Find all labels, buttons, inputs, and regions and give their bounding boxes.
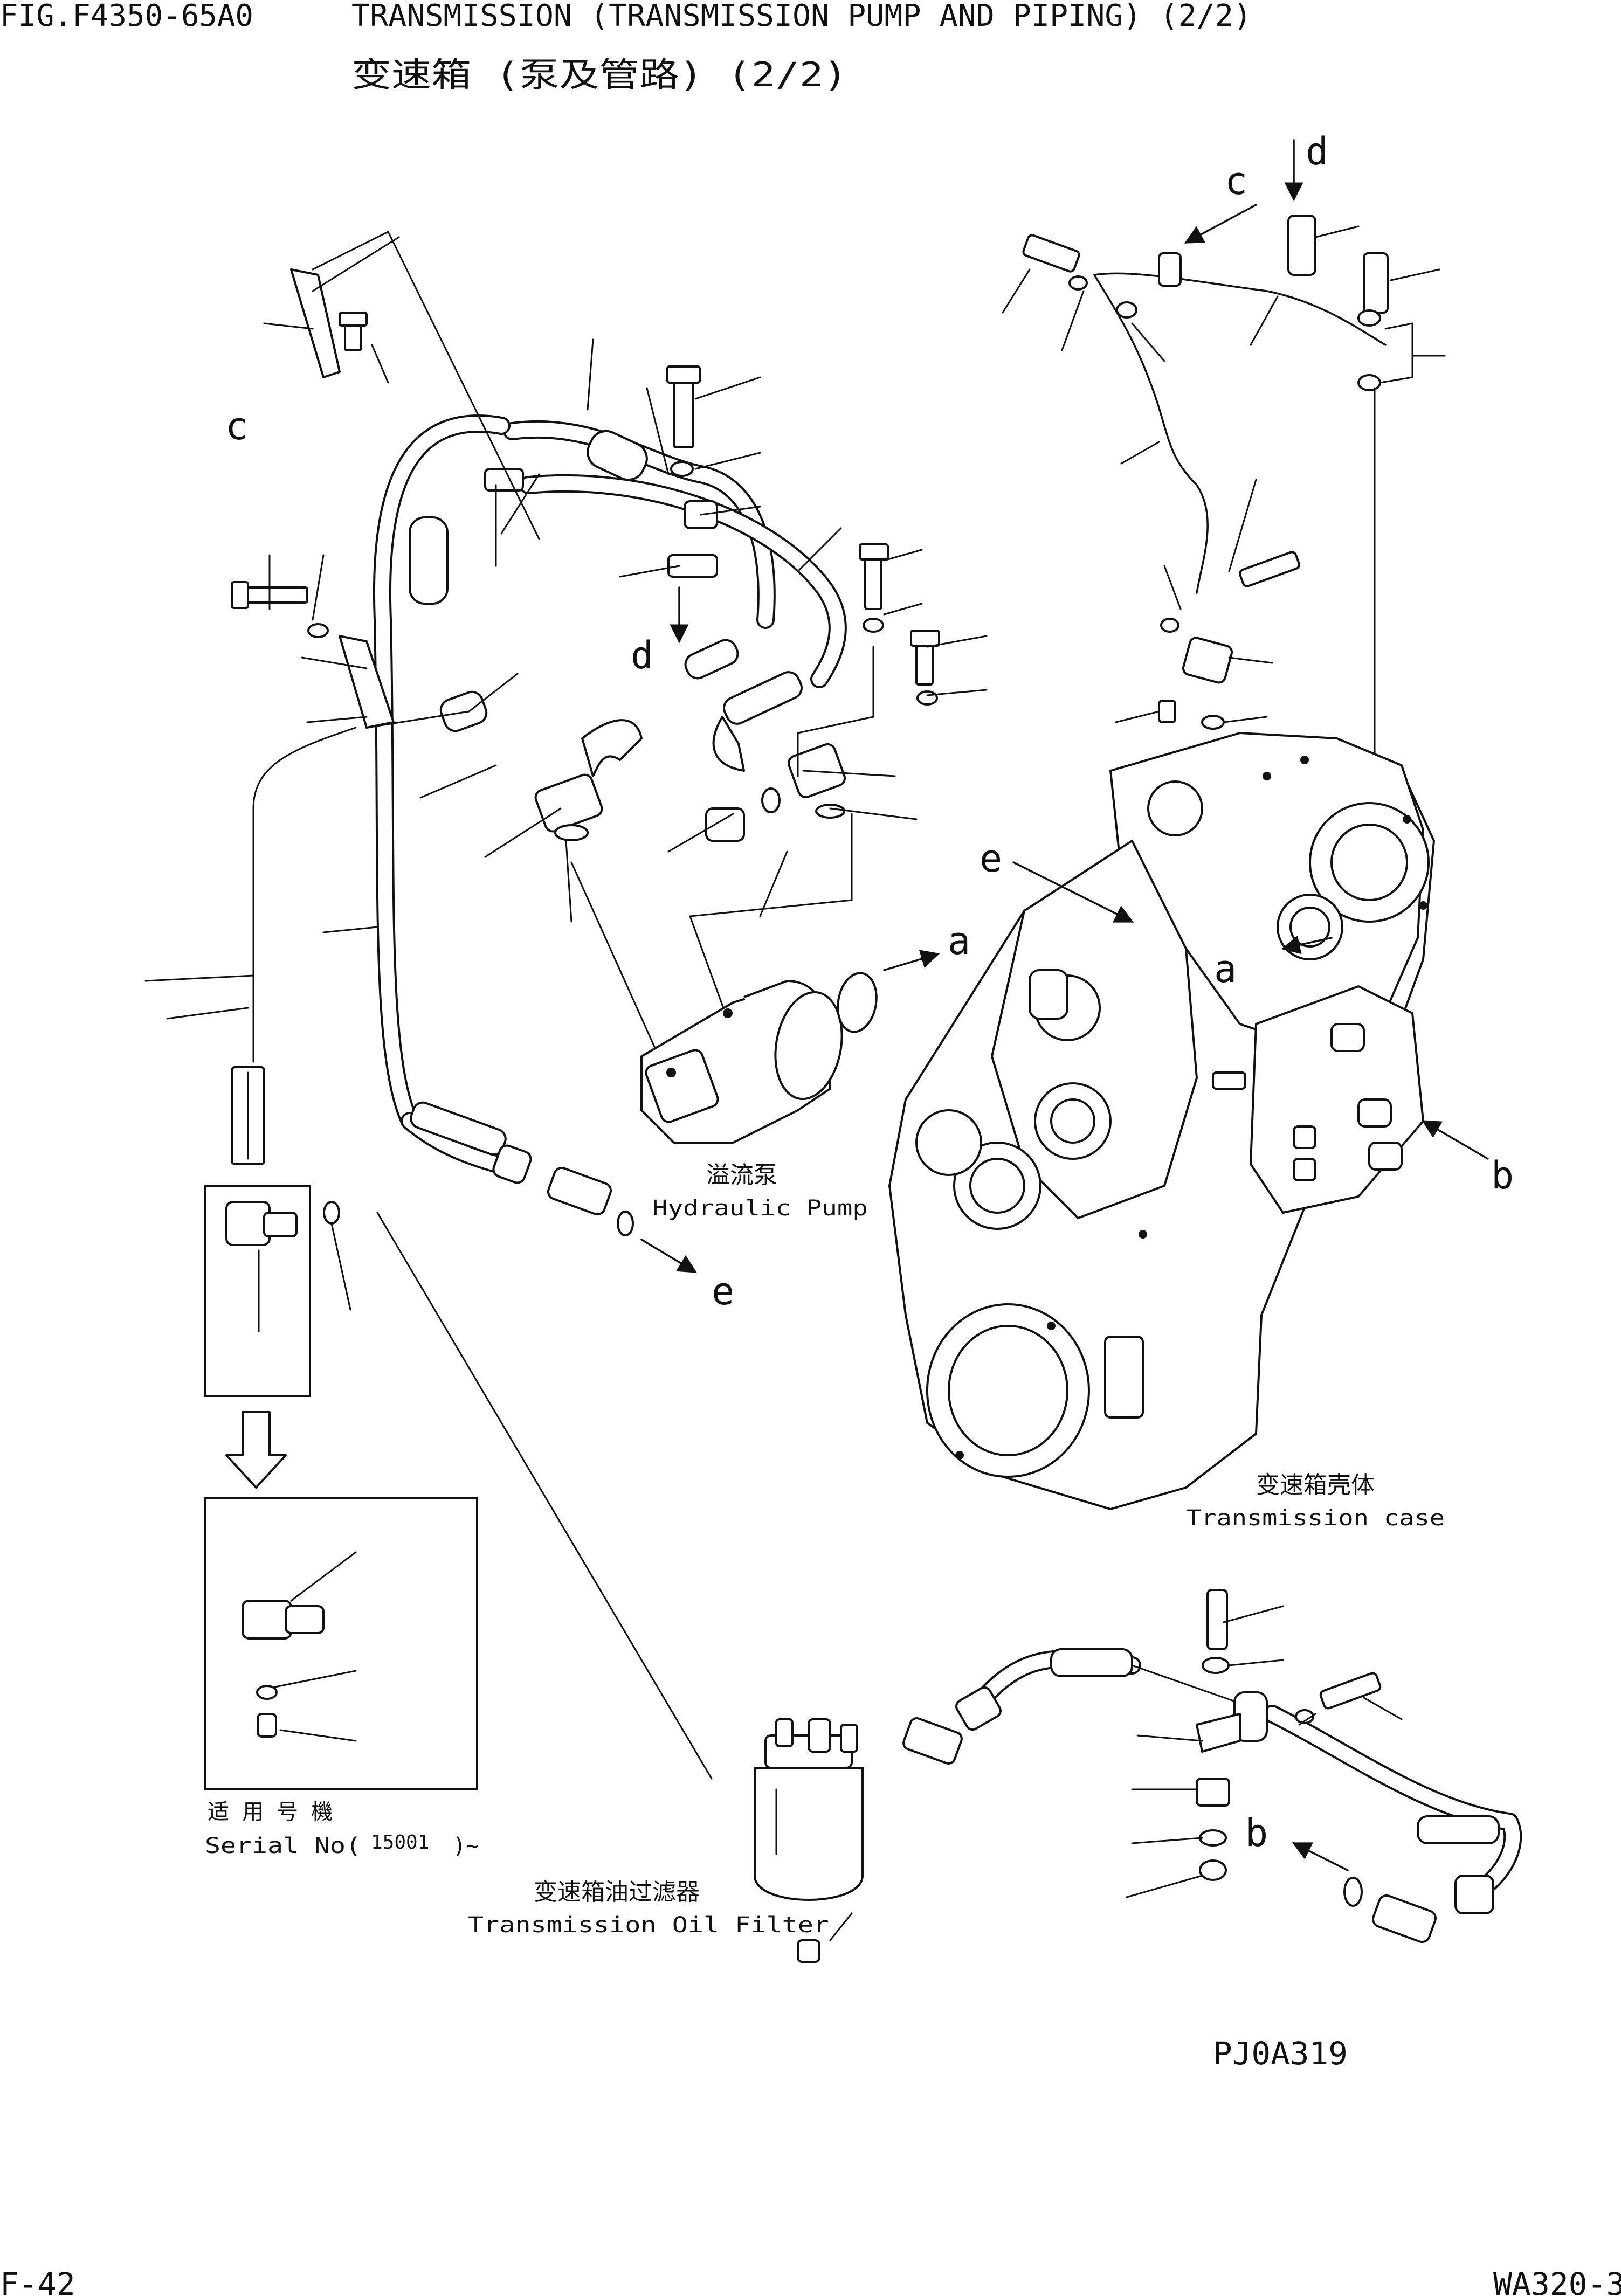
hydraulic-pump [640,950,940,1144]
transmission-case-label: Transmission case [1186,1506,1445,1531]
ref-letter-b: b [1491,1153,1514,1198]
oil-filter-label-cn: 变速箱油过滤器 [534,1878,700,1906]
figure-title: TRANSMISSION (TRANSMISSION PUMP AND PIPI… [351,0,1252,33]
transmission-oil-filter [376,1212,1522,1963]
oil-filter-label: Transmission Oil Filter [468,1913,829,1938]
bolt-icon [859,543,889,610]
model-number: WA320-3 [1493,2266,1621,2296]
figure-title-cn: 变速箱 (泵及管路) (2/2) [351,55,847,94]
transmission-case [888,732,1489,1510]
ref-letter-d: d [631,633,653,677]
ref-letter-a: a [948,919,970,963]
hydraulic-pump-label: Hydraulic Pump [652,1196,868,1221]
ref-letter-c: c [225,404,248,448]
ref-letter-b: b [1245,1811,1268,1855]
serial-prefix: Serial No( [205,1834,361,1858]
ref-letter-e: e [980,836,1002,881]
figure-id: PJ0A319 [1213,2035,1348,2072]
fitting-detail-upper [204,1066,351,1397]
transmission-case-label-cn: 变速箱壳体 [1256,1471,1375,1499]
page-number: F-42 [0,2266,75,2296]
ref-letter-a: a [1214,947,1237,991]
bolt-icon [231,581,308,609]
ref-letter-e: e [712,1269,734,1313]
down-arrow-icon [225,1411,287,1489]
ref-letter-c: c [1225,159,1247,203]
serial-number: 15001 [371,1831,429,1854]
serial-applicable-cn: 适 用 号 機 [208,1800,333,1824]
figure-number: FIG.F4350-65A0 [0,0,253,33]
fitting-detail-lower: 适 用 号 機 Serial No( 15001 )~ [204,1497,479,1858]
bolt-icon [339,312,368,351]
bolt-icon [910,630,940,686]
left-piping-group [144,230,988,1179]
ref-letter-d: d [1306,129,1328,174]
right-tube-group [1002,139,1446,863]
hydraulic-pump-label-cn: 溢流泵 [706,1161,777,1189]
pump-outlet-hose [410,1101,698,1273]
bolt-icon [666,365,701,448]
serial-suffix: )~ [453,1834,479,1858]
